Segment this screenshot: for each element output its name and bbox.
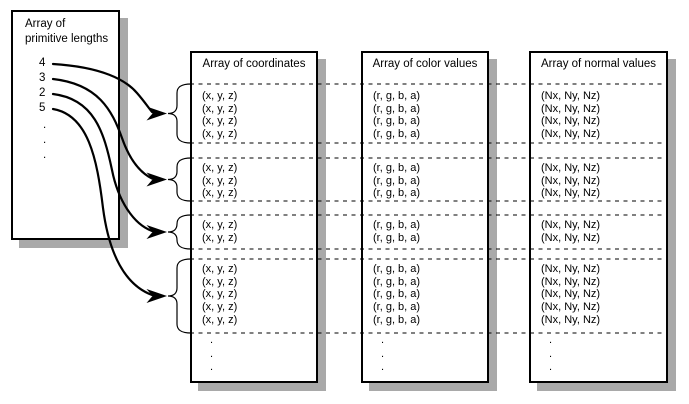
colors-group-2: (r, g, b, a)(r, g, b, a)(r, g, b, a) (373, 162, 420, 200)
ellipsis-dot: . (549, 334, 553, 346)
length-arrow-1-head (146, 106, 167, 121)
normal-values-array-title: Array of normal values (540, 58, 657, 70)
color-row: (r, g, b, a) (373, 301, 421, 314)
ellipsis-dot: . (43, 149, 47, 161)
normals-group-2: (Nx, Ny, Nz)(Nx, Ny, Nz)(Nx, Ny, Nz) (541, 162, 600, 200)
primitive-lengths-ellipsis: ... (43, 118, 46, 163)
primitive-lengths-box: Array of primitive lengths 4 3 2 5 ... (11, 10, 120, 240)
coordinates-group-2: (x, y, z)(x, y, z)(x, y, z) (202, 162, 237, 200)
ellipsis-dot: . (549, 347, 553, 360)
primitive-length-value: 2 (39, 87, 46, 99)
colors-ellipsis: ... (381, 334, 384, 375)
length-arrow-2-head (146, 172, 167, 187)
normal-row: (Nx, Ny, Nz) (541, 174, 601, 187)
primitive-length-value: 3 (39, 72, 46, 84)
color-row: (r, g, b, a) (373, 231, 421, 244)
color-row: (r, g, b, a) (373, 102, 421, 115)
coordinate-row: (x, y, z) (202, 275, 238, 288)
primitive-length-value: 4 (39, 57, 46, 69)
normal-row: (Nx, Ny, Nz) (541, 301, 601, 314)
normal-row: (Nx, Ny, Nz) (541, 115, 601, 128)
coordinate-row: (x, y, z) (202, 288, 238, 301)
coordinates-ellipsis: ... (210, 334, 213, 375)
coordinates-group-4: (x, y, z)(x, y, z)(x, y, z)(x, y, z)(x, … (202, 263, 237, 327)
coordinate-row: (x, y, z) (202, 128, 238, 141)
group-brace-4 (167, 258, 192, 334)
group-brace-3 (167, 214, 192, 250)
color-row: (r, g, b, a) (373, 174, 421, 187)
normals-group-1: (Nx, Ny, Nz)(Nx, Ny, Nz)(Nx, Ny, Nz)(Nx,… (541, 90, 600, 141)
coordinate-row: (x, y, z) (202, 102, 238, 115)
ellipsis-dot: . (381, 347, 385, 360)
coordinate-row: (x, y, z) (202, 90, 238, 102)
normal-row: (Nx, Ny, Nz) (541, 288, 601, 301)
length-arrow-3-head (146, 225, 167, 239)
normals-group-4: (Nx, Ny, Nz)(Nx, Ny, Nz)(Nx, Ny, Nz)(Nx,… (541, 263, 600, 327)
colors-group-4: (r, g, b, a)(r, g, b, a)(r, g, b, a)(r, … (373, 263, 420, 327)
primitive-length-values: 4 3 2 5 (39, 56, 45, 116)
group-brace-1 (167, 83, 192, 144)
coordinate-row: (x, y, z) (202, 263, 238, 275)
normal-row: (Nx, Ny, Nz) (541, 162, 601, 174)
colors-group-1: (r, g, b, a)(r, g, b, a)(r, g, b, a)(r, … (373, 90, 420, 141)
ellipsis-dot: . (43, 119, 47, 131)
coordinates-array-box: Array of coordinates (x, y, z)(x, y, z)(… (190, 51, 318, 383)
coordinate-row: (x, y, z) (202, 162, 238, 174)
primitive-length-value: 5 (39, 102, 46, 114)
color-row: (r, g, b, a) (373, 162, 421, 174)
normal-row: (Nx, Ny, Nz) (541, 275, 601, 288)
color-row: (r, g, b, a) (373, 275, 421, 288)
coordinate-row: (x, y, z) (202, 187, 238, 200)
color-row: (r, g, b, a) (373, 187, 421, 200)
length-arrow-4-head (146, 289, 167, 303)
ellipsis-dot: . (381, 334, 385, 346)
normal-row: (Nx, Ny, Nz) (541, 90, 601, 102)
normal-row: (Nx, Ny, Nz) (541, 102, 601, 115)
coordinate-row: (x, y, z) (202, 219, 238, 231)
primitive-lengths-title: Array of primitive lengths (25, 18, 109, 45)
coordinate-row: (x, y, z) (202, 313, 238, 326)
ellipsis-dot: . (210, 334, 214, 346)
coordinates-group-3: (x, y, z)(x, y, z) (202, 219, 237, 244)
color-row: (r, g, b, a) (373, 219, 421, 231)
ellipsis-dot: . (381, 361, 385, 373)
normal-row: (Nx, Ny, Nz) (541, 219, 601, 231)
color-row: (r, g, b, a) (373, 90, 421, 102)
coordinate-row: (x, y, z) (202, 115, 238, 128)
color-row: (r, g, b, a) (373, 263, 421, 275)
normal-row: (Nx, Ny, Nz) (541, 187, 601, 200)
coordinates-group-1: (x, y, z)(x, y, z)(x, y, z)(x, y, z) (202, 90, 237, 141)
coordinate-row: (x, y, z) (202, 231, 238, 244)
normal-values-array-box: Array of normal values (Nx, Ny, Nz)(Nx, … (529, 51, 668, 383)
coordinate-row: (x, y, z) (202, 301, 238, 314)
normal-row: (Nx, Ny, Nz) (541, 128, 601, 141)
colors-group-3: (r, g, b, a)(r, g, b, a) (373, 219, 420, 244)
color-values-array-title: Array of color values (372, 58, 478, 70)
normal-row: (Nx, Ny, Nz) (541, 313, 601, 326)
color-values-array-box: Array of color values (r, g, b, a)(r, g,… (361, 51, 489, 383)
color-row: (r, g, b, a) (373, 313, 421, 326)
group-brace-2 (167, 157, 192, 202)
color-row: (r, g, b, a) (373, 115, 421, 128)
ellipsis-dot: . (210, 361, 214, 373)
ellipsis-dot: . (549, 361, 553, 373)
color-row: (r, g, b, a) (373, 128, 421, 141)
color-row: (r, g, b, a) (373, 288, 421, 301)
normals-ellipsis: ... (549, 334, 552, 375)
normal-row: (Nx, Ny, Nz) (541, 263, 601, 275)
ellipsis-dot: . (43, 134, 47, 146)
coordinates-array-title: Array of coordinates (202, 58, 306, 70)
ellipsis-dot: . (210, 347, 214, 360)
coordinate-row: (x, y, z) (202, 174, 238, 187)
normal-row: (Nx, Ny, Nz) (541, 231, 601, 244)
normals-group-3: (Nx, Ny, Nz)(Nx, Ny, Nz) (541, 219, 600, 244)
